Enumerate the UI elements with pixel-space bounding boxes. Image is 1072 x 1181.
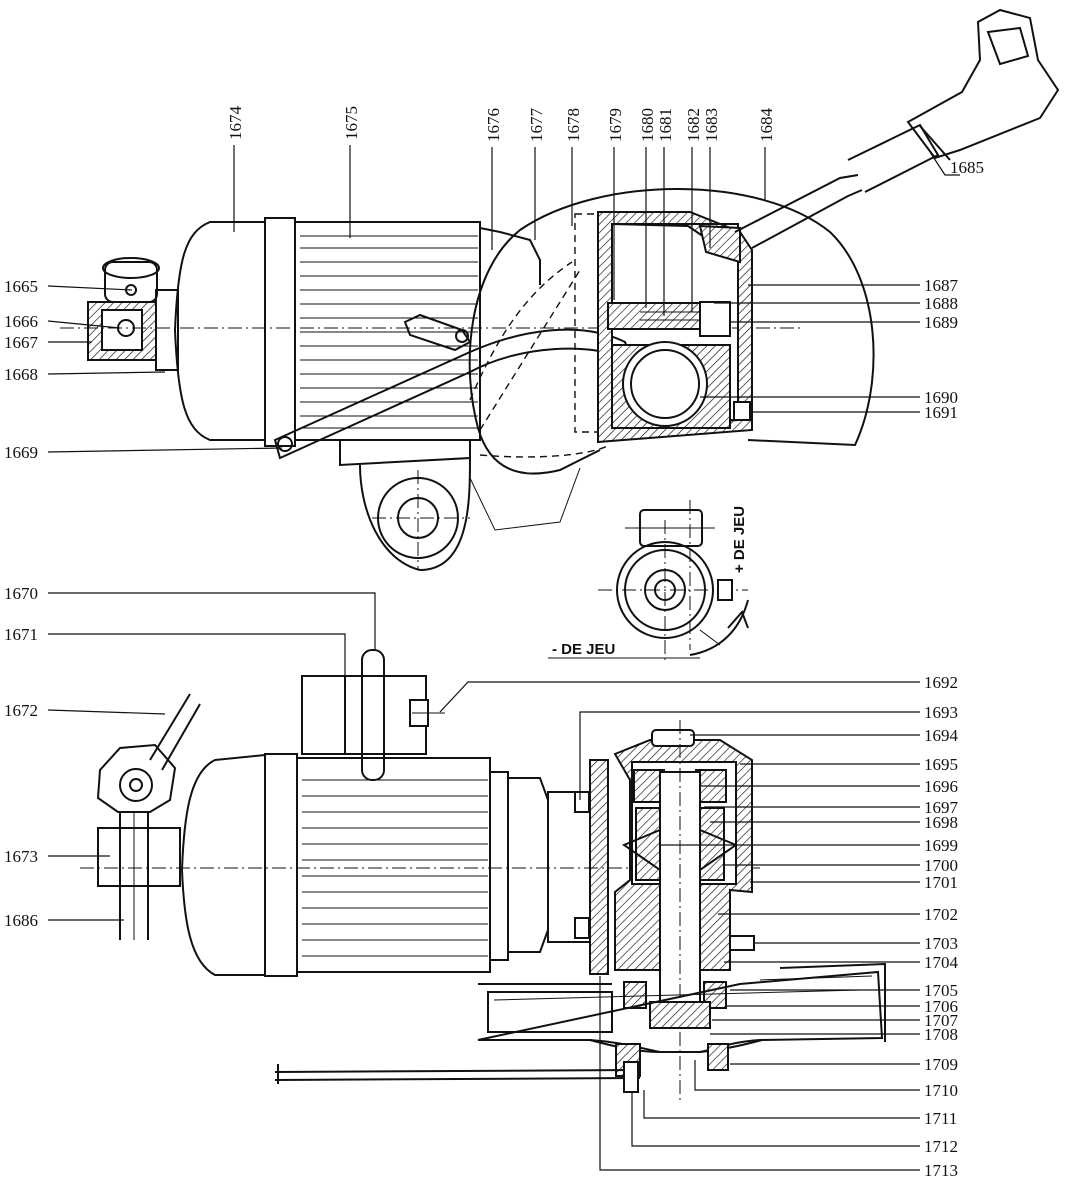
label-1688: 1688 bbox=[924, 294, 958, 313]
label-1671: 1671 bbox=[4, 625, 38, 644]
leader-lines bbox=[47, 145, 960, 1171]
motor-body bbox=[294, 221, 481, 441]
label-1674: 1674 bbox=[226, 106, 245, 141]
label-1684: 1684 bbox=[757, 108, 776, 143]
label-1712: 1712 bbox=[924, 1137, 958, 1156]
label-1704: 1704 bbox=[924, 953, 959, 972]
label-1666: 1666 bbox=[4, 312, 38, 331]
label-1690: 1690 bbox=[924, 388, 958, 407]
label-1709: 1709 bbox=[924, 1055, 958, 1074]
label-1665: 1665 bbox=[4, 277, 38, 296]
label-1686: 1686 bbox=[4, 911, 38, 930]
label-1698: 1698 bbox=[924, 813, 958, 832]
top-motor-fins bbox=[302, 779, 488, 957]
plus-play-label: + DE JEU bbox=[731, 506, 748, 573]
motor-cooling-fins bbox=[300, 235, 478, 429]
label-1707: 1707 bbox=[924, 1011, 959, 1030]
label-1694: 1694 bbox=[924, 726, 959, 745]
label-1699: 1699 bbox=[924, 836, 958, 855]
label-1682: 1682 bbox=[684, 108, 703, 142]
label-1705: 1705 bbox=[924, 981, 958, 1000]
label-1713: 1713 bbox=[924, 1161, 958, 1180]
label-1692: 1692 bbox=[924, 673, 958, 692]
top-view bbox=[80, 649, 886, 1100]
label-1672: 1672 bbox=[4, 701, 38, 720]
side-view bbox=[60, 8, 1060, 572]
label-1670: 1670 bbox=[4, 584, 38, 603]
minus-play-label: - DE JEU bbox=[552, 641, 615, 658]
handle-grip bbox=[906, 8, 1060, 160]
label-1680: 1680 bbox=[638, 108, 657, 142]
label-1703: 1703 bbox=[924, 934, 958, 953]
label-1706: 1706 bbox=[924, 997, 958, 1016]
label-1689: 1689 bbox=[924, 313, 958, 332]
label-1711: 1711 bbox=[924, 1109, 957, 1128]
label-1667: 1667 bbox=[4, 333, 39, 352]
label-1695: 1695 bbox=[924, 755, 958, 774]
cable bbox=[734, 174, 863, 249]
label-1710: 1710 bbox=[924, 1081, 958, 1100]
label-1691: 1691 bbox=[924, 403, 958, 422]
motor-end-cap bbox=[173, 221, 266, 441]
label-1693: 1693 bbox=[924, 703, 958, 722]
label-1701: 1701 bbox=[924, 873, 958, 892]
label-1678: 1678 bbox=[564, 108, 583, 142]
top-switch-housing bbox=[301, 675, 427, 755]
label-1700: 1700 bbox=[924, 856, 958, 875]
label-1696: 1696 bbox=[924, 777, 958, 796]
blade-guard-lower bbox=[477, 427, 601, 475]
label-1679: 1679 bbox=[606, 108, 625, 142]
support-base bbox=[339, 440, 471, 467]
label-1669: 1669 bbox=[4, 443, 38, 462]
label-1673: 1673 bbox=[4, 847, 38, 866]
label-1687: 1687 bbox=[924, 276, 959, 295]
part-labels: 1665 1666 1667 1668 1669 1674 1675 1676 … bbox=[4, 106, 984, 1181]
play-adjustment-detail: + DE JEU - DE JEU bbox=[548, 500, 749, 660]
label-1702: 1702 bbox=[924, 905, 958, 924]
label-1697: 1697 bbox=[924, 798, 959, 817]
label-1685: 1685 bbox=[950, 158, 984, 177]
label-1681: 1681 bbox=[656, 108, 675, 142]
label-1675: 1675 bbox=[342, 106, 361, 140]
label-1668: 1668 bbox=[4, 365, 38, 384]
label-1677: 1677 bbox=[527, 108, 546, 143]
label-1708: 1708 bbox=[924, 1025, 958, 1044]
label-1676: 1676 bbox=[484, 108, 503, 142]
label-1683: 1683 bbox=[702, 108, 721, 142]
